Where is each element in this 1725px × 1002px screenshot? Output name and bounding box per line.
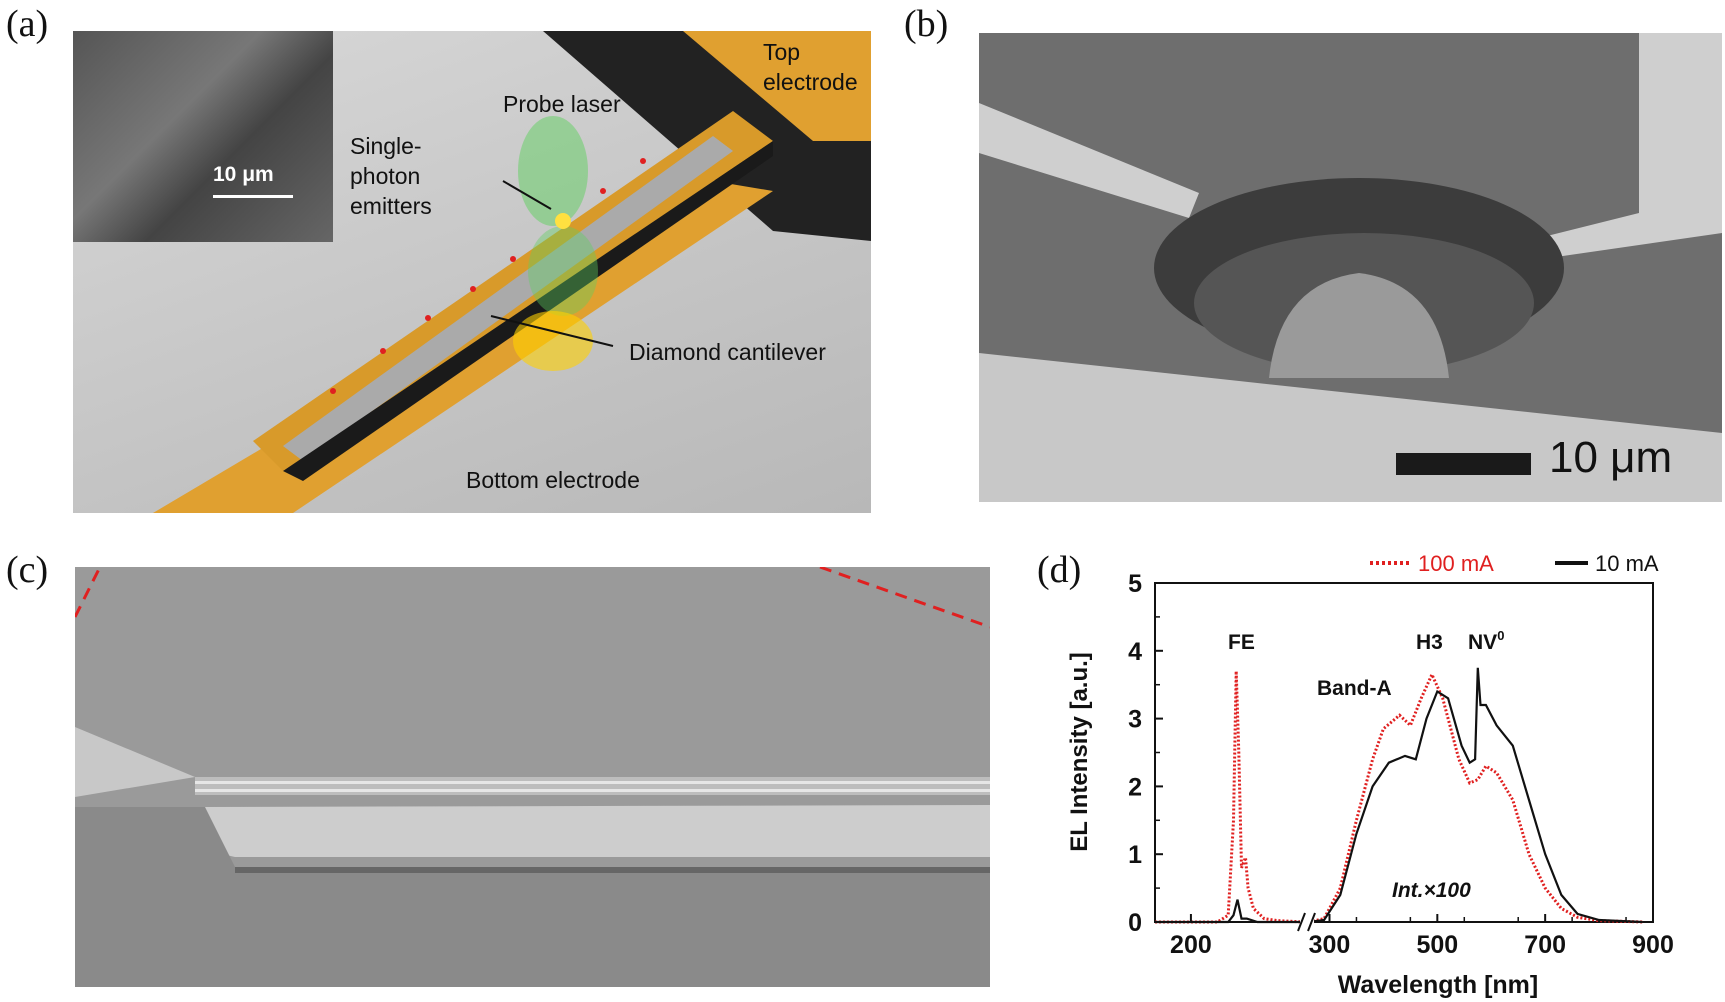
annotation-h3: H3 — [1416, 631, 1443, 654]
annotation-nv0-text: NV — [1468, 631, 1497, 654]
x-axis-label: Wavelength [nm] — [1338, 971, 1538, 999]
diamond-cantilever — [283, 141, 773, 481]
y-tick-label: 3 — [1128, 706, 1142, 734]
panel-c-sem-image — [75, 567, 990, 987]
axis-break-mark — [1307, 912, 1316, 932]
annotation-intensity-scale: Int.×100 — [1392, 879, 1471, 902]
x-tick-label: 700 — [1524, 931, 1566, 959]
series-line-100ma-left — [1155, 671, 1305, 924]
y-tick-label: 1 — [1128, 841, 1142, 869]
label-probe-laser: Probe laser — [503, 91, 621, 117]
panel-label-b: (b) — [904, 3, 949, 45]
y-tick-label: 4 — [1128, 638, 1142, 666]
x-tick-label: 200 — [1170, 931, 1212, 959]
y-tick-label: 0 — [1128, 909, 1142, 937]
panel-label-a: (a) — [6, 3, 49, 45]
x-tick-label: 900 — [1632, 931, 1674, 959]
cantilever-sem — [75, 567, 990, 987]
annotation-band-a: Band-A — [1317, 677, 1392, 700]
y-axis-label: EL Intensity [a.u.] — [1066, 652, 1093, 852]
scale-bar-label: 10 μm — [1549, 433, 1673, 482]
label-bottom-electrode: Bottom electrode — [466, 467, 640, 493]
dashed-outline-right — [819, 567, 990, 629]
y-tick-label: 5 — [1128, 570, 1142, 598]
dashed-outline-left — [75, 567, 102, 618]
series-line-100ma-right — [1308, 670, 1643, 924]
legend-label-10ma: 10 mA — [1595, 551, 1659, 576]
series-line-10ma-right — [1308, 667, 1643, 924]
top-electrode-pad — [683, 31, 871, 141]
series-line-10ma-left — [1155, 899, 1304, 924]
x-tick-label: 500 — [1416, 931, 1458, 959]
annotation-nv0: NV0 — [1468, 628, 1504, 654]
panel-label-c: (c) — [6, 549, 49, 591]
legend-label-100ma: 100 mA — [1418, 551, 1494, 576]
inset-sem-image: 10 μm — [73, 31, 333, 242]
el-spectrum-chart: 0 1 2 3 4 5 200 300 500 700 900 EL Intensity [a.u.… — [1066, 551, 1674, 999]
axis-break-mark — [1297, 912, 1306, 932]
panel-a-schematic: 10 μm Top electrode Probe laser Single-p… — [73, 31, 871, 513]
panel-label-d: (d) — [1037, 549, 1082, 591]
inset-scale-bar-label: 10 μm — [213, 163, 274, 186]
panel-b-sem-image: 10 μm — [979, 33, 1722, 502]
cantilever-illustration — [153, 31, 871, 513]
label-diamond-cantilever: Diamond cantilever — [629, 339, 826, 365]
scale-bar — [1396, 453, 1531, 475]
probe-laser-beam — [518, 116, 588, 226]
label-single-photon-emitters: Single-photon emitters — [350, 133, 432, 219]
micro-lens-sem — [979, 33, 1722, 502]
y-tick-label: 2 — [1128, 773, 1142, 801]
inset-scale-bar — [213, 195, 293, 198]
single-photon-emitters — [330, 158, 646, 394]
x-tick-label: 300 — [1309, 931, 1351, 959]
label-top-electrode: Top electrode — [763, 39, 858, 95]
annotation-fe: FE — [1228, 631, 1255, 654]
annotation-nv0-superscript: 0 — [1497, 628, 1504, 643]
emitter-highlight — [555, 213, 571, 229]
